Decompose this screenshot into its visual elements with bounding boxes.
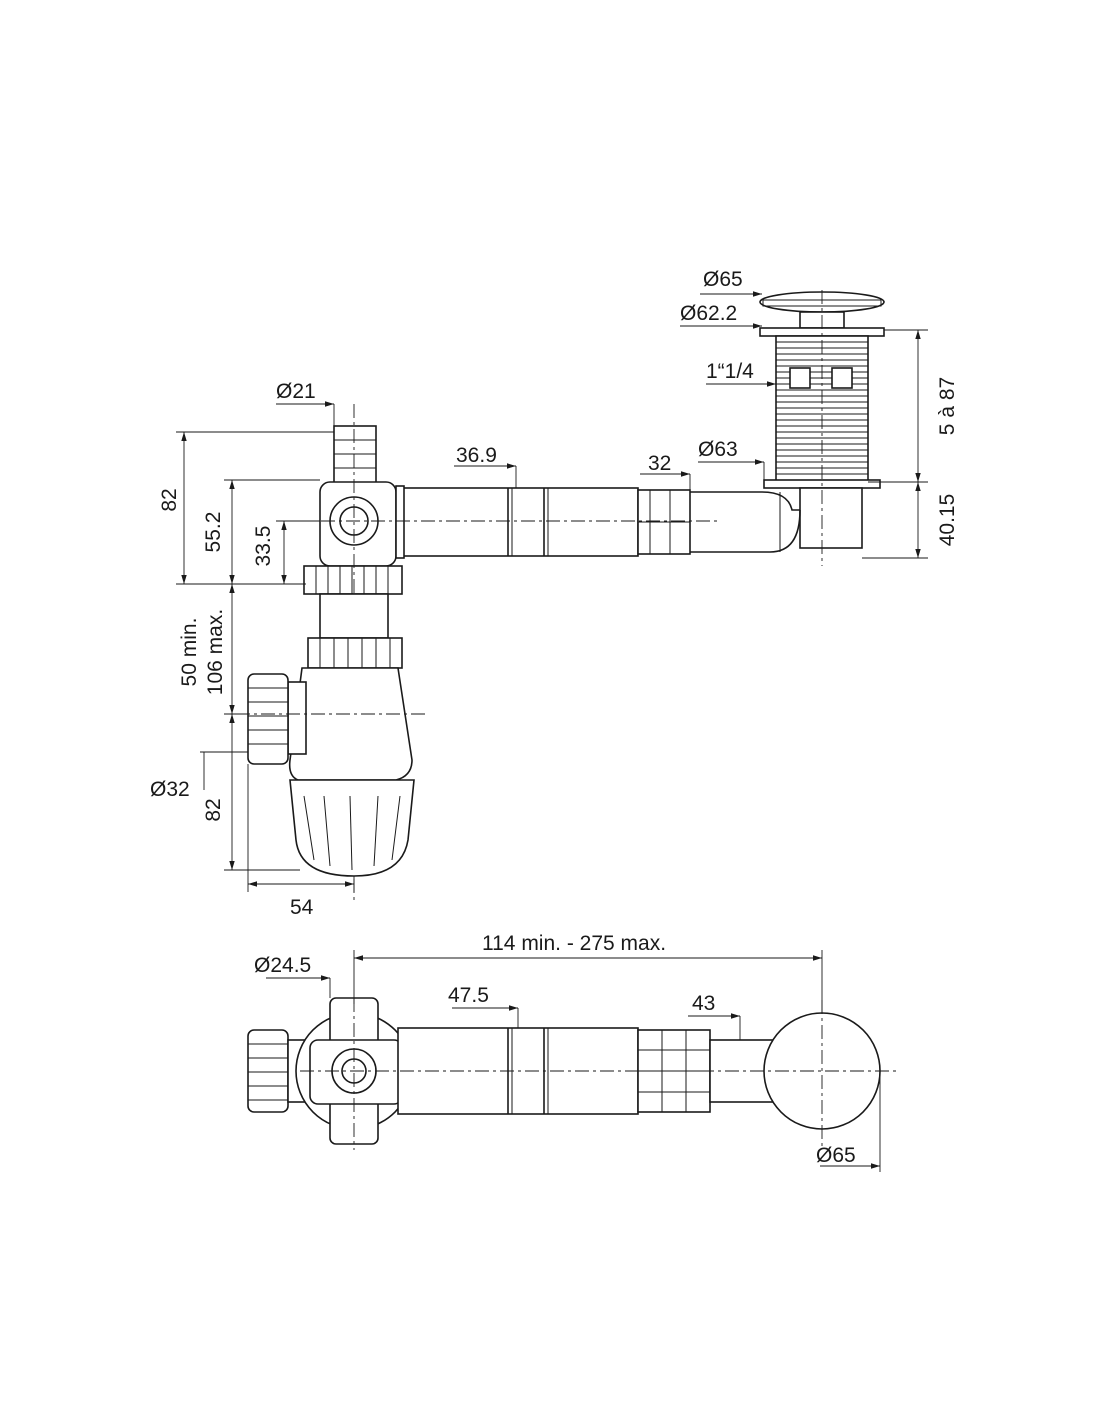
- label-dim-thread: 1“1/4: [706, 360, 754, 383]
- bottle-trap-side: [236, 593, 428, 877]
- label-dim-top-tube-diameter: 47.5: [448, 984, 489, 1007]
- label-dim-thickness-range: 5 à 87: [936, 377, 959, 435]
- label-dim-outlet-diameter: Ø32: [150, 778, 190, 801]
- label-dim-overall-length: 114 min. - 275 max.: [482, 932, 666, 955]
- label-dim-adjust-max: 106 max.: [204, 609, 227, 695]
- label-dim-inlet-diameter: Ø21: [276, 380, 316, 403]
- pop-up-waste-side: [759, 290, 885, 566]
- label-dim-connector: 43: [692, 992, 715, 1015]
- label-dim-trap-height: 82: [202, 798, 225, 821]
- label-dim-tube-diameter: 36.9: [456, 444, 497, 467]
- label-dim-height-mid: 55.2: [202, 512, 225, 553]
- label-dim-height-axis: 33.5: [252, 526, 275, 567]
- label-dim-top-diameter: Ø65: [703, 268, 743, 291]
- top-dimension-lines: [266, 950, 881, 1172]
- label-dim-height-total: 82: [158, 488, 181, 511]
- label-dim-trap-width: 54: [290, 896, 314, 919]
- overflow-tube-side: [389, 487, 801, 557]
- label-dim-waste-diameter: Ø63: [698, 438, 738, 461]
- label-dim-top-waste-diameter: Ø65: [816, 1144, 856, 1167]
- side-view: Ø65 Ø62.2 1“1/4 5 à 87 40.15 Ø21 36.9 32…: [150, 268, 959, 919]
- label-dim-flange-diameter: Ø62.2: [680, 302, 737, 325]
- tee-connector-side: [296, 404, 720, 900]
- top-view: 114 min. - 275 max. Ø24.5 47.5 43 Ø65: [247, 932, 896, 1172]
- side-dimension-lines: [176, 291, 928, 892]
- label-dim-top-inlet-diameter: Ø24.5: [254, 954, 311, 977]
- label-dim-tube-section: 32: [648, 452, 671, 475]
- label-dim-waste-depth: 40.15: [936, 494, 959, 547]
- label-dim-adjust-min: 50 min.: [178, 618, 201, 687]
